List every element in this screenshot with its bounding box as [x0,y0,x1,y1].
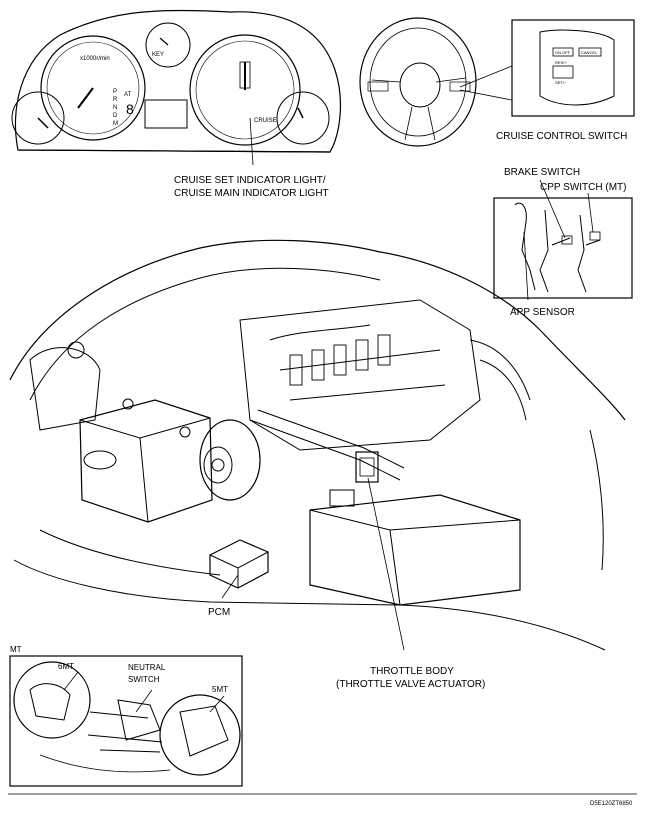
at-indicator-text: AT [124,92,132,98]
switch-set-text: SET/− [555,80,567,85]
switch-on-off-text: ON OFF [555,50,571,55]
gear-p: P [113,89,117,95]
throttle-body-label-line2: (THROTTLE VALVE ACTUATOR) [336,679,485,690]
engine-bay [9,239,626,651]
neutral-switch-label-line1: NEUTRAL [128,663,166,672]
app-sensor-label: APP SENSOR [510,307,575,318]
neutral-switch-label-line2: SWITCH [128,675,160,684]
switch-cancel-text: CANCEL [581,50,598,55]
tach-unit-text: x1000r/min [80,56,110,62]
mt-label: MT [10,645,22,654]
brake-switch-label: BRAKE SWITCH [504,167,580,178]
cruise-indicator-label-line1: CRUISE SET INDICATOR LIGHT/ [174,175,326,186]
cruise-control-switch-inset: ON OFF CANCEL RES/+ SET/− [511,19,635,117]
throttle-body-label-line1: THROTTLE BODY [370,666,454,677]
figure-code: D5E120ZT6850 [590,801,633,807]
gear-d: D [113,113,118,119]
key-indicator-text: KEY [152,52,164,58]
cruise-indicator-label-line2: CRUISE MAIN INDICATOR LIGHT [174,188,329,199]
pcm-label: PCM [208,607,230,618]
steering-wheel [359,17,513,147]
cruise-indicator-text: CRUISE [254,118,277,124]
cruise-control-switch-label: CRUISE CONTROL SWITCH [496,131,627,142]
instrument-cluster: x1000r/min AT 8 KEY CRUISE P R N D M [11,9,342,166]
pedal-assembly-inset [493,179,633,301]
five-mt-label: 5MT [212,685,228,694]
mt-transmission-inset [9,655,243,787]
gear-n: N [113,105,117,111]
switch-res-text: RES/+ [555,60,567,65]
cpp-switch-label: CPP SWITCH (MT) [540,182,626,193]
gear-digit-text: 8 [126,101,134,117]
gear-m: M [113,121,118,127]
gear-r: R [113,97,118,103]
six-mt-label: 6MT [58,662,74,671]
